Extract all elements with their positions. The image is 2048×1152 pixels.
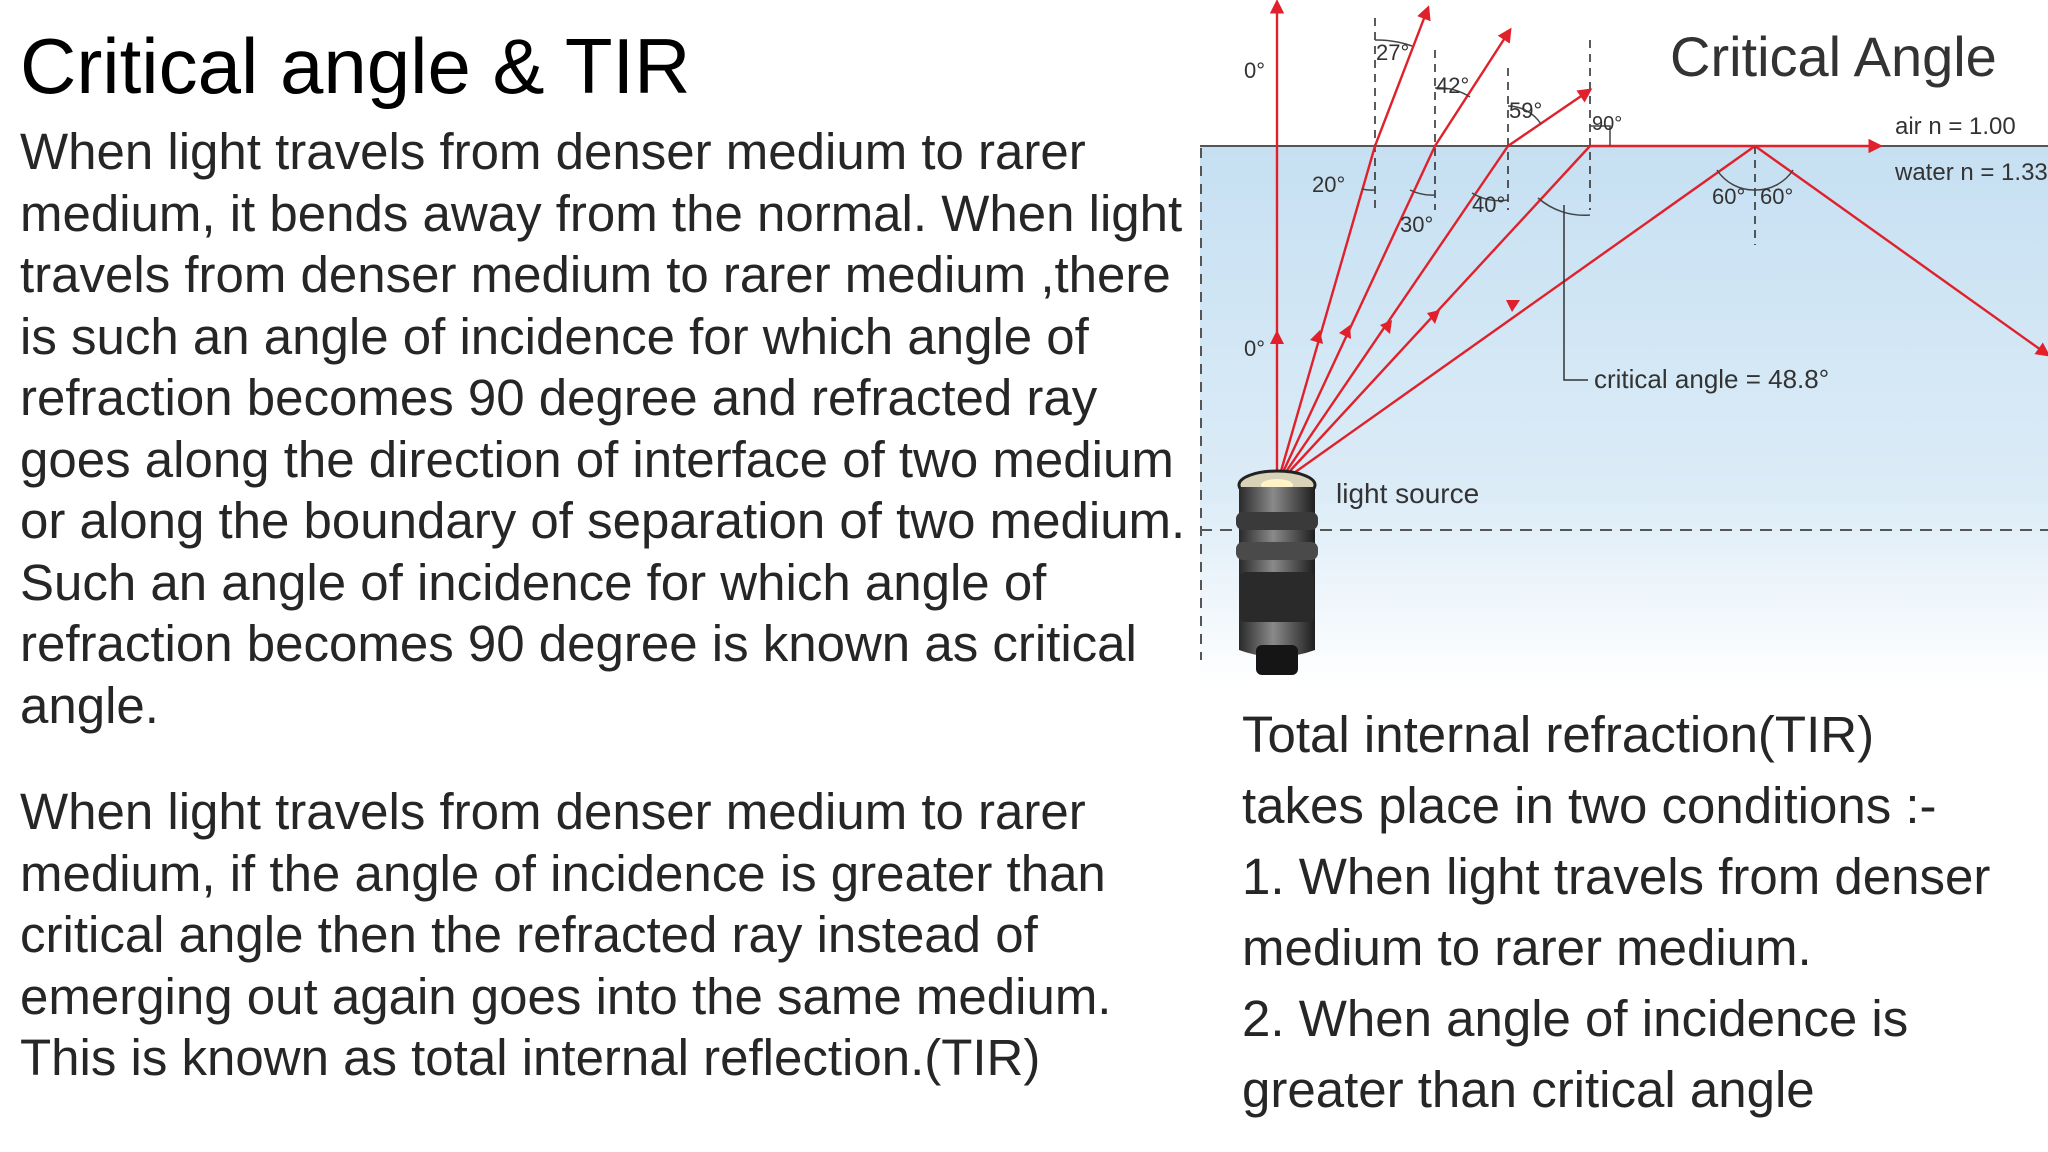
angle-label: 27° [1376, 40, 1409, 65]
angle-label: 0° [1244, 58, 1265, 83]
refracted-42 [1433, 27, 1512, 147]
slide-title: Critical angle & TIR [20, 22, 691, 110]
air-label: air n = 1.00 [1895, 113, 2016, 140]
text-line: This is known as total internal reflecti… [20, 1029, 1041, 1086]
text-line: critical angle then the refracted ray in… [20, 906, 1038, 963]
ray-arrowheads [1270, 300, 1520, 344]
text-line: medium, it bends away from the normal. W… [20, 184, 1183, 242]
arc-60-left [1716, 169, 1756, 191]
light-source-icon [1236, 469, 1318, 675]
arrowhead [1506, 300, 1520, 312]
text-line: medium, if the angle of incidence is gre… [20, 844, 1106, 902]
tir-paragraph: When light travels from denser medium to… [20, 781, 1210, 1089]
condition-item: 1. When light travels from denser [1242, 848, 1991, 905]
reflection-angle-labels: 60° 60° [1712, 184, 1793, 209]
light-source-label: light source [1336, 478, 1479, 509]
condition-item: medium to rarer medium. [1242, 919, 1812, 976]
incident-angle-labels: 0° 20° 30° 40° [1244, 172, 1505, 361]
text-line: emerging out again goes into the same me… [20, 967, 1112, 1025]
tir-conditions: Total internal refraction(TIR) takes pla… [1242, 699, 2032, 1125]
arc-90 [1590, 125, 1611, 146]
ray-20 [1275, 145, 1377, 486]
refracted-27 [1373, 5, 1431, 147]
angle-label: 60° [1712, 184, 1745, 209]
refracted-59 [1507, 88, 1593, 147]
arc-40 [1471, 192, 1509, 202]
conditions-heading: Total internal refraction(TIR) [1242, 706, 1875, 763]
text-line: refraction becomes 90 degree and refract… [20, 369, 1098, 426]
arc-30 [1409, 189, 1436, 196]
angle-label: 0° [1244, 336, 1265, 361]
arrowhead [1427, 310, 1440, 324]
water-label: water n = 1.33 [1894, 159, 2048, 186]
angle-label: 59° [1509, 98, 1542, 123]
text-line: or along the boundary of separation of t… [20, 492, 1186, 549]
angle-label: 42° [1436, 73, 1469, 98]
text-line: angle. [20, 676, 159, 734]
text-line: goes along the direction of interface of… [20, 430, 1174, 488]
text-line: When light travels from denser medium to… [20, 783, 1086, 840]
refracted-angle-labels: 0° 27° 42° 59° 90° [1244, 40, 1622, 135]
arc-27 [1374, 39, 1413, 47]
arc-critical [1537, 197, 1591, 217]
arrowhead [1310, 330, 1323, 344]
critical-angle-pointer [1563, 205, 1588, 381]
arrowhead [1339, 325, 1351, 339]
arc-59 [1507, 105, 1542, 125]
arc-20 [1361, 188, 1376, 191]
normal-lines [1374, 18, 1756, 245]
diagram-title: Critical Angle [1670, 25, 1997, 88]
water-region [1200, 146, 2048, 686]
arrowhead [1380, 320, 1392, 334]
ray-40 [1276, 145, 1509, 486]
angle-label: 20° [1312, 172, 1345, 197]
angle-label: 30° [1400, 212, 1433, 237]
critical-angle-diagram: Critical Angle air n = 1.00 water n = 1.… [1200, 0, 2048, 686]
text-line: When light travels from denser medium to… [20, 123, 1086, 180]
text-line: travels from denser medium to rarer medi… [20, 246, 1171, 303]
angle-arcs [1361, 39, 1794, 217]
critical-angle-label: critical angle = 48.8° [1594, 364, 1829, 394]
ray-reflected-in [1276, 145, 1756, 486]
angle-label: 60° [1760, 184, 1793, 209]
conditions-heading: takes place in two conditions :- [1242, 777, 1937, 834]
text-line: is such an angle of incidence for which … [20, 307, 1089, 365]
arc-60-right [1754, 169, 1794, 191]
condition-item: greater than critical angle [1242, 1061, 1815, 1118]
ray-30 [1275, 145, 1437, 486]
angle-label: 90° [1592, 113, 1622, 135]
angle-label: 40° [1472, 192, 1505, 217]
arrowhead [1270, 330, 1284, 344]
critical-angle-paragraph: When light travels from denser medium to… [20, 121, 1210, 736]
arc-42 [1434, 87, 1471, 98]
text-line: Such an angle of incidence for which ang… [20, 553, 1047, 611]
condition-item: 2. When angle of incidence is [1242, 990, 1909, 1047]
text-line: refraction becomes 90 degree is known as… [20, 615, 1137, 672]
reflected-ray [1754, 145, 2048, 357]
